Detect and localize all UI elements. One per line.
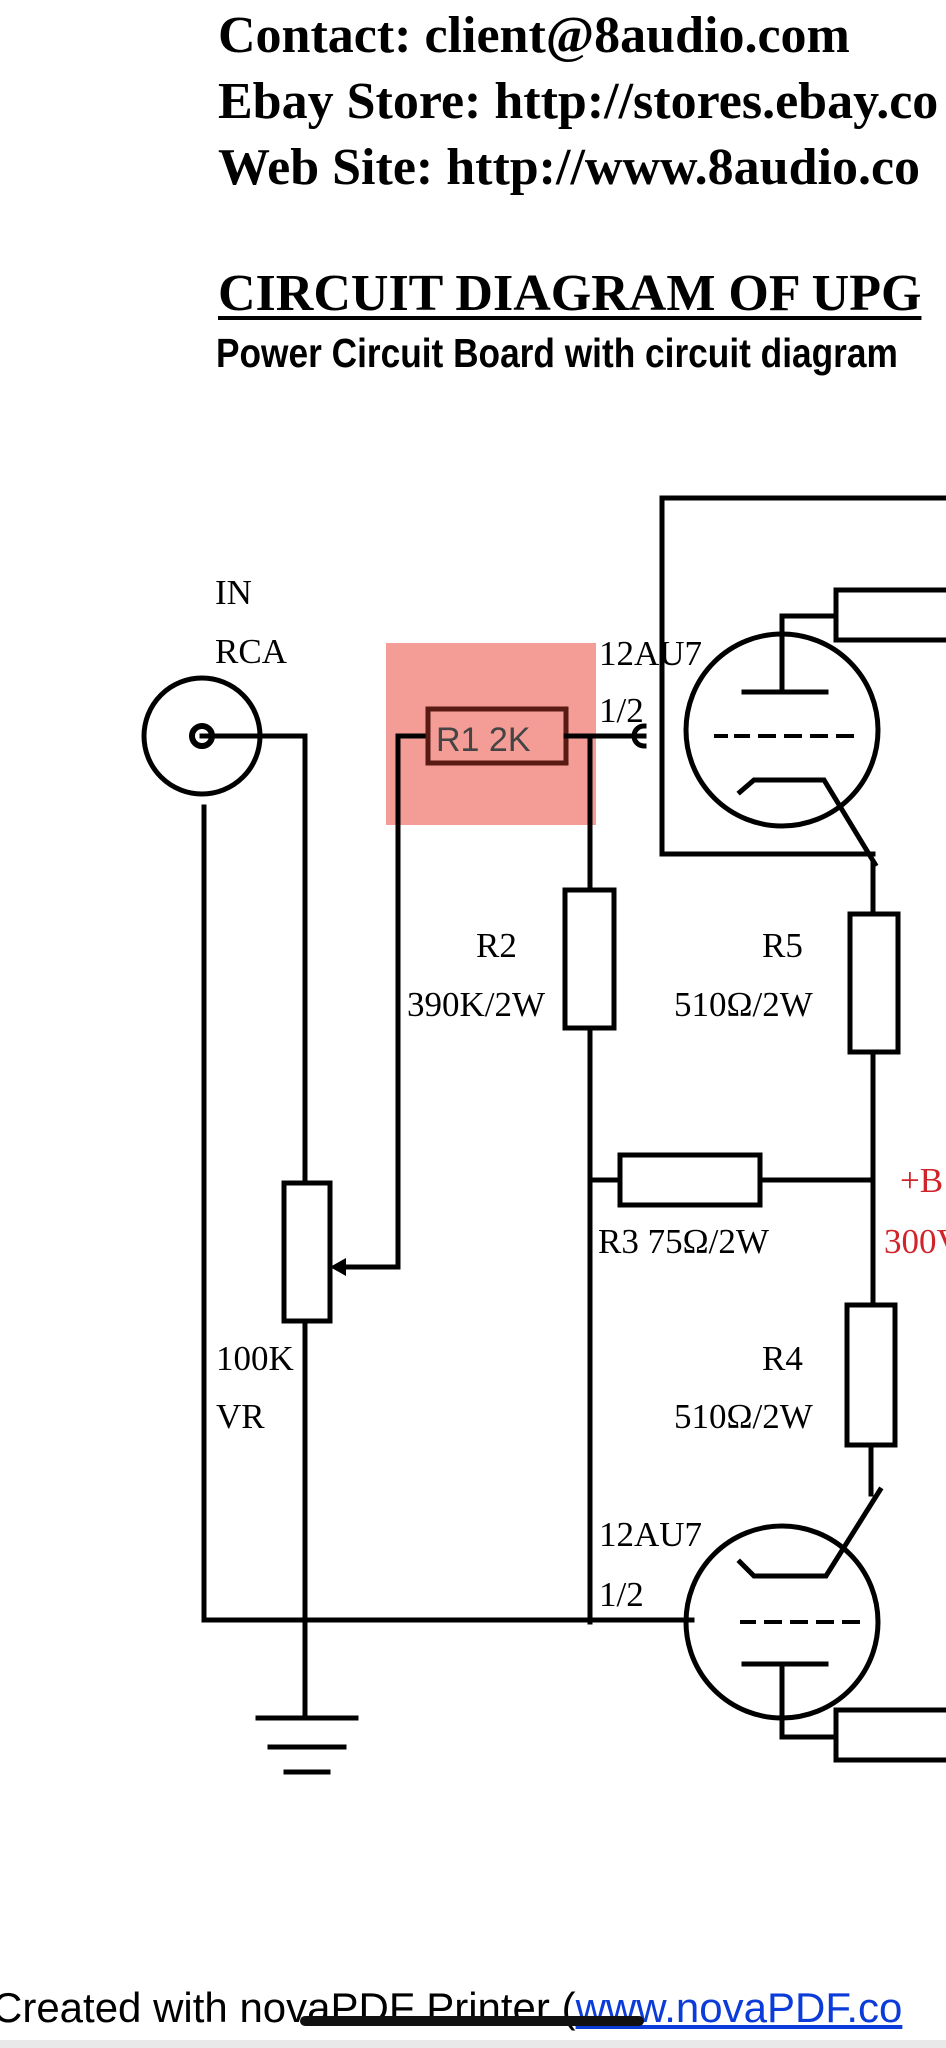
ground-icon bbox=[255, 1715, 359, 1775]
label-r2-value: 390K/2W bbox=[407, 985, 545, 1024]
website-line: Web Site: http://www.8audio.co bbox=[218, 139, 921, 196]
label-vr-value: 100K bbox=[216, 1339, 294, 1378]
footer-prefix: Created with nova bbox=[0, 1984, 331, 2031]
wiper-arrow-icon bbox=[330, 1258, 346, 1276]
resistor-r3 bbox=[617, 1152, 763, 1208]
contact-line: Contact: client@8audio.com bbox=[218, 7, 850, 64]
page-subtitle: Power Circuit Board with circuit diagram bbox=[216, 330, 898, 376]
resistor-r5 bbox=[847, 911, 901, 1055]
label-tube-top: 12AU7 bbox=[599, 634, 702, 673]
label-r2-name: R2 bbox=[476, 926, 517, 965]
label-rca: RCA bbox=[215, 632, 288, 671]
label-r1: R1 2K bbox=[436, 721, 531, 759]
label-tube-top-half: 1/2 bbox=[599, 691, 644, 730]
page-title: CIRCUIT DIAGRAM OF UPG bbox=[218, 265, 922, 322]
label-r4-value: 510Ω/2W bbox=[674, 1397, 813, 1436]
label-r5-value: 510Ω/2W bbox=[674, 985, 813, 1024]
label-r5-name: R5 bbox=[762, 926, 803, 965]
potentiometer-vr bbox=[281, 1180, 333, 1324]
label-r3: R3 75Ω/2W bbox=[598, 1222, 769, 1261]
label-bplus: +B bbox=[900, 1161, 943, 1200]
ebay-store-line: Ebay Store: http://stores.ebay.co bbox=[218, 73, 939, 130]
home-indicator[interactable] bbox=[300, 2016, 644, 2026]
label-r4-name: R4 bbox=[762, 1339, 803, 1378]
resistor-r4 bbox=[844, 1302, 898, 1448]
label-vr-name: VR bbox=[216, 1397, 265, 1436]
label-tube-bottom: 12AU7 bbox=[599, 1515, 702, 1554]
resistor-r2 bbox=[562, 887, 617, 1031]
bottom-strip bbox=[0, 2040, 946, 2048]
label-tube-bottom-half: 1/2 bbox=[599, 1575, 644, 1614]
label-in: IN bbox=[215, 573, 252, 612]
label-bplus-voltage: 300V bbox=[884, 1222, 946, 1261]
